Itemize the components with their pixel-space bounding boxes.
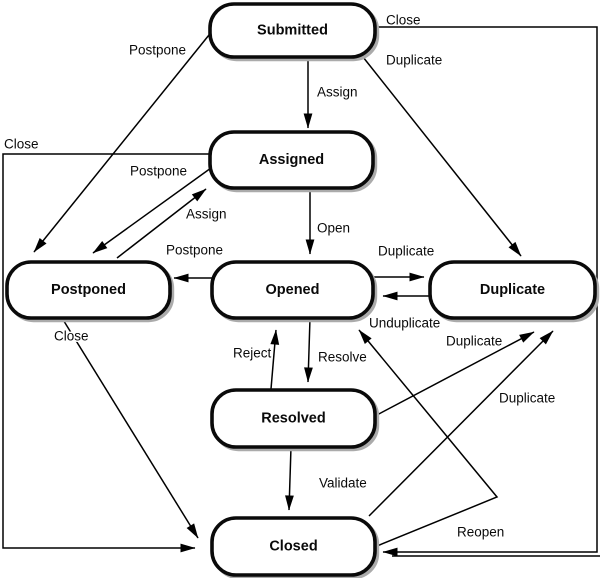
transition-label-assigned-closed: Close — [4, 137, 39, 152]
transition-label-resolved-closed: Validate — [319, 476, 367, 491]
transition-label-duplicate-opened: Unduplicate — [369, 316, 440, 331]
edge-labels-layer: AssignPostponeDuplicateCloseOpenPostpone… — [3, 11, 557, 541]
transition-edge-resolved-duplicate — [374, 331, 535, 417]
transition-label-opened-resolved: Resolve — [318, 350, 367, 365]
transition-label-resolved-opened: Reject — [233, 346, 272, 361]
transition-label-resolved-duplicate: Duplicate — [446, 334, 502, 349]
transition-edge-resolved-opened — [270, 329, 280, 390]
transition-label-postponed-closed: Close — [54, 329, 89, 344]
edges-layer — [2, 26, 600, 557]
transition-edge-postponed-closed — [61, 317, 199, 539]
state-label-postponed: Postponed — [51, 282, 126, 298]
transition-label-closed-opened: Reopen — [457, 525, 504, 540]
transition-label-assigned-postponed: Postpone — [130, 164, 187, 179]
transition-label-opened-duplicate: Duplicate — [378, 244, 434, 259]
transition-label-submitted-postponed: Postpone — [129, 43, 186, 58]
state-label-duplicate: Duplicate — [480, 282, 545, 298]
transition-edge-closed-opened — [358, 329, 499, 547]
state-label-closed: Closed — [269, 539, 317, 555]
transition-edge-submitted-duplicate — [362, 56, 522, 257]
transition-edge-assigned-postponed — [92, 167, 212, 254]
transition-edge-opened-resolved — [304, 317, 313, 383]
transition-edge-assigned-closed — [2, 153, 209, 553]
state-node-postponed — [5, 260, 172, 320]
transition-label-closed-duplicate: Duplicate — [499, 391, 555, 406]
state-label-submitted: Submitted — [257, 23, 328, 39]
transition-label-postponed-assigned: Assign — [186, 207, 227, 222]
transition-label-submitted-assigned: Assign — [317, 85, 358, 100]
state-node-opened — [210, 260, 375, 320]
transition-edge-closed-duplicate — [368, 330, 554, 517]
state-label-opened: Opened — [266, 282, 320, 298]
transition-label-submitted-duplicate: Duplicate — [386, 53, 442, 68]
transition-label-opened-postponed: Postpone — [166, 243, 223, 258]
state-node-resolved — [210, 388, 377, 449]
state-node-assigned — [208, 130, 375, 190]
transition-edge-postponed-assigned — [116, 188, 207, 259]
state-label-resolved: Resolved — [261, 411, 325, 427]
state-node-submitted — [208, 2, 377, 59]
transition-edge-submitted-postponed — [33, 29, 214, 253]
state-label-assigned: Assigned — [259, 152, 324, 168]
transition-label-assigned-opened: Open — [317, 221, 350, 236]
state-node-duplicate — [428, 260, 597, 320]
state-node-closed — [210, 516, 377, 577]
transition-edge-resolved-closed — [285, 446, 294, 511]
transition-label-submitted-closed: Close — [386, 13, 421, 28]
